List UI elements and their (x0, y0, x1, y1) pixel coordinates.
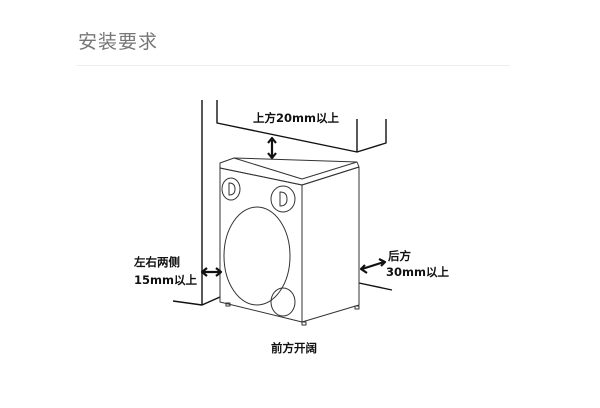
front-clearance-label: 前方开阔 (271, 341, 317, 355)
page-title: 安装要求 (78, 31, 159, 53)
cabinet-above (216, 100, 387, 153)
top-clearance-label: 上方20mm以上 (253, 111, 339, 125)
side-clearance-label-line2: 15mm以上 (134, 273, 197, 287)
divider (76, 65, 510, 66)
dryer-machine (219, 157, 360, 326)
back-clearance-label-line1: 后方 (388, 249, 411, 263)
back-clearance-label-line2: 30mm以上 (386, 265, 449, 279)
clearance-arrows (200, 136, 387, 277)
side-clearance-label-line1: 左右两侧 (134, 255, 180, 269)
